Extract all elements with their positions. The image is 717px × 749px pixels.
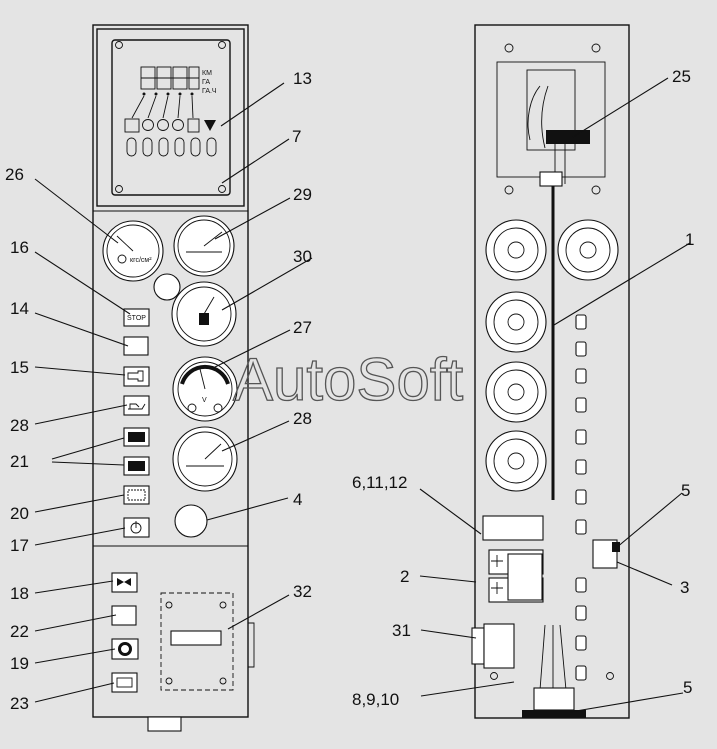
fuel-gauge (171, 281, 237, 347)
temperature-gauge (173, 215, 235, 277)
rear-gauges (485, 219, 619, 492)
parking-brake-switch[interactable] (111, 638, 139, 660)
access-cover (160, 592, 234, 691)
callout-27: 27 (293, 318, 312, 337)
rear-gauge-4 (485, 361, 547, 423)
stop-button[interactable]: STOP (123, 308, 150, 327)
callout-2: 2 (400, 567, 409, 586)
pressure-gauge: кгс/см² (102, 220, 164, 282)
side-connector (248, 622, 255, 668)
callout-19: 19 (10, 654, 29, 673)
callout-32: 32 (293, 582, 312, 601)
callout-31: 31 (392, 621, 411, 640)
blank-switch[interactable] (123, 336, 149, 356)
callout-7: 7 (292, 127, 301, 146)
display-ga-label: ГА (202, 79, 210, 86)
voltmeter-gauge: V (172, 356, 238, 422)
display-gach-label: ГА.Ч (202, 88, 217, 95)
bottom-harness (522, 624, 586, 718)
power-switch[interactable] (123, 517, 150, 538)
side-relay (592, 539, 620, 569)
callout-1: 1 (685, 230, 694, 249)
warning-lamps (124, 118, 216, 133)
callout-28-right: 28 (293, 409, 312, 428)
rear-display-connector (546, 130, 590, 144)
digit-display (140, 66, 200, 90)
rear-gauge-2 (557, 219, 619, 281)
callout-4: 4 (293, 490, 302, 509)
rear-panel (471, 24, 630, 719)
callout-15: 15 (10, 358, 29, 377)
callout-30: 30 (293, 247, 312, 266)
watermark: AutoSoft (233, 346, 463, 413)
bottom-connector (147, 716, 182, 732)
down-arrow-icon (204, 120, 216, 131)
front-panel: КМ ГА ГА.Ч (92, 24, 255, 732)
callout-8-9-10: 8,9,10 (352, 690, 399, 709)
rear-gauge-5 (485, 430, 547, 492)
display-km-label: КМ (202, 70, 212, 77)
callout-22: 22 (10, 622, 29, 641)
callout-17: 17 (10, 536, 29, 555)
callout-20: 20 (10, 504, 29, 523)
callout-18: 18 (10, 584, 29, 603)
callout-6-11-12: 6,11,12 (352, 473, 407, 492)
side-switch-rear (471, 623, 515, 669)
callout-16: 16 (10, 238, 29, 257)
rear-gauge-1 (485, 219, 547, 281)
callout-29: 29 (293, 185, 312, 204)
callout-28-left: 28 (10, 416, 29, 435)
callout-13: 13 (293, 69, 312, 88)
engine-warning-switch[interactable] (123, 366, 150, 387)
stop-button-label: STOP (127, 315, 146, 322)
volt-unit-label: V (202, 397, 207, 404)
callout-14: 14 (10, 299, 29, 318)
callout-labels: 26 16 14 15 28 21 20 17 18 22 19 23 13 7… (5, 67, 694, 713)
pressure-unit-label: кгс/см² (130, 257, 152, 264)
blank-plug-round (153, 273, 181, 301)
lamp-switch-upper[interactable] (123, 427, 150, 447)
callout-5-lower: 5 (683, 678, 692, 697)
lower-module (111, 572, 255, 732)
rear-gauge-3 (485, 291, 547, 353)
battery-switch[interactable] (111, 672, 138, 693)
callout-5-upper: 5 (681, 481, 690, 500)
switch-connectors (575, 314, 587, 681)
blank-plug-large (174, 504, 208, 538)
callout-25: 25 (672, 67, 691, 86)
oil-temperature-gauge (172, 426, 238, 492)
lamp-sockets (126, 137, 217, 157)
callout-lines (34, 77, 691, 713)
indicator-dots (142, 92, 194, 96)
callout-23: 23 (10, 694, 29, 713)
callout-21: 21 (10, 452, 29, 471)
oil-level-switch[interactable] (123, 395, 150, 416)
callout-3: 3 (680, 578, 689, 597)
indicator-leads (131, 95, 194, 119)
callout-26: 26 (5, 165, 24, 184)
relay-block (482, 515, 544, 603)
hazard-switch[interactable] (111, 572, 138, 593)
fuel-pump-icon (199, 313, 209, 325)
grid-switch[interactable] (123, 485, 150, 505)
lamp-switch-lower[interactable] (123, 456, 150, 476)
display-module: КМ ГА ГА.Ч (96, 28, 245, 207)
